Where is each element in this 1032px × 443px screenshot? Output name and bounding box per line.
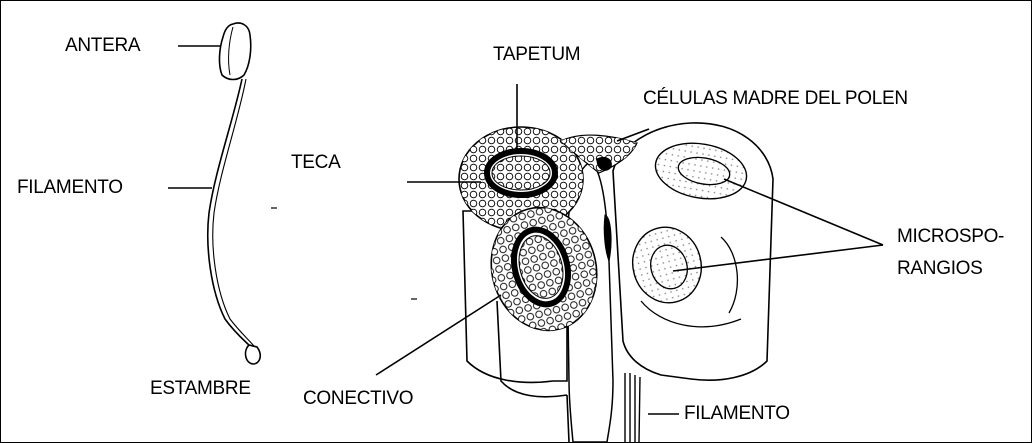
label-estambre: ESTAMBRE bbox=[150, 379, 251, 398]
anther-section bbox=[459, 123, 773, 442]
label-antera: ANTERA bbox=[65, 36, 140, 55]
filament-bottom bbox=[625, 373, 640, 442]
label-tapetum: TAPETUM bbox=[493, 45, 580, 64]
label-filamento-left: FILAMENTO bbox=[17, 178, 123, 197]
label-teca: TECA bbox=[291, 153, 340, 172]
label-filamento-right: FILAMENTO bbox=[684, 404, 790, 423]
label-conectivo: CONECTIVO bbox=[303, 389, 413, 408]
anther-shape bbox=[219, 23, 250, 79]
label-celulas-madre: CÉLULAS MADRE DEL POLEN bbox=[643, 89, 908, 108]
label-microsporangios-2: RANGIOS bbox=[897, 259, 983, 278]
specks bbox=[271, 208, 417, 299]
label-microsporangios-1: MICROSPO- bbox=[897, 227, 1004, 246]
stamen-drawing bbox=[208, 23, 260, 364]
stamen-base bbox=[246, 345, 261, 364]
